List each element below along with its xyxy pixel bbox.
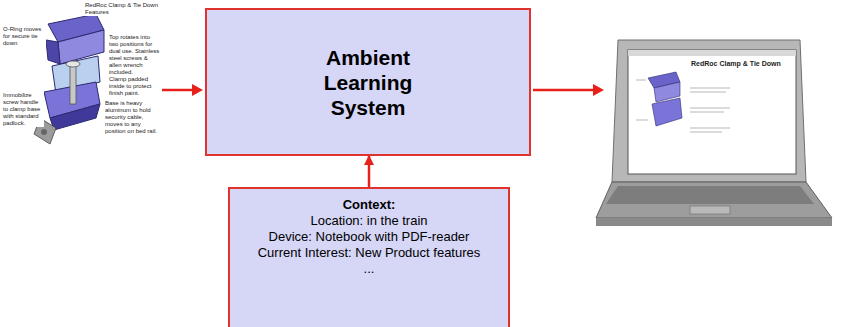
callout-text: Top rotates into two positions for dual … xyxy=(108,34,162,76)
system-box: Ambient Learning System xyxy=(205,8,531,156)
context-line: Device: Notebook with PDF-reader xyxy=(269,229,470,245)
callout-text: O-Ring moves for secure tie down xyxy=(2,26,46,47)
context-line: ... xyxy=(364,261,375,277)
context-line: Current Interest: New Product features xyxy=(258,245,481,261)
laptop xyxy=(596,40,832,226)
callout-text: Clamp padded inside to protect finish pa… xyxy=(108,76,162,97)
context-arrow xyxy=(368,156,371,187)
callout-text: Base is heavy aluminum to hold security … xyxy=(104,100,162,135)
callout-text: RedRoc Clamp & Tie Down Features xyxy=(84,2,160,16)
context-line: Location: in the train xyxy=(310,213,427,229)
context-heading: Context: xyxy=(343,197,396,213)
system-title: Ambient Learning System xyxy=(316,45,420,120)
screen-title: RedRoc Clamp & Tie Down xyxy=(690,60,788,68)
context-box: Context:Location: in the trainDevice: No… xyxy=(228,187,510,327)
callout-text: Immobilize screw handle to clamp base wi… xyxy=(2,92,44,127)
